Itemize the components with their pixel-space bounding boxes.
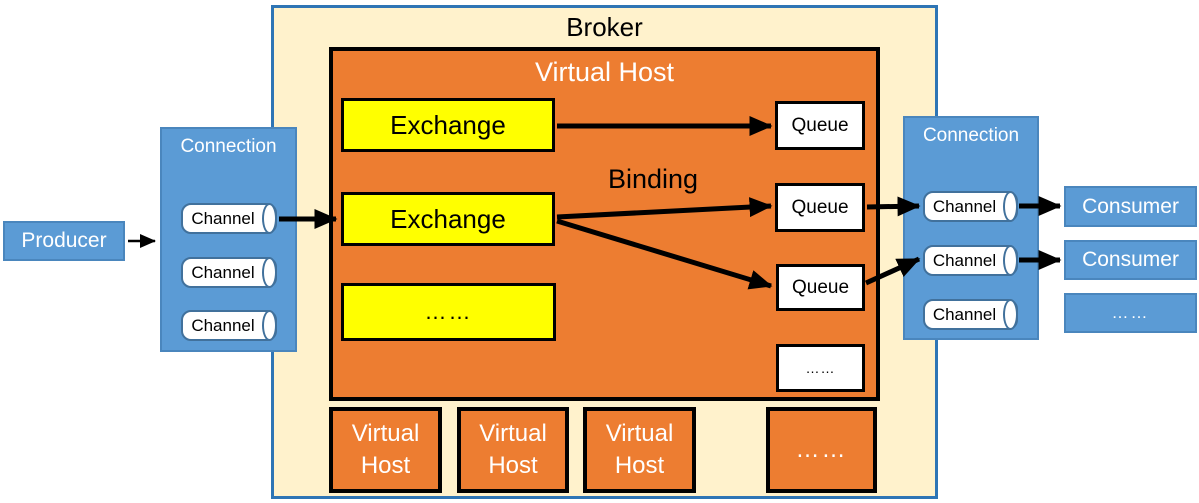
virtual-host-title: Virtual Host — [534, 57, 675, 87]
cylinder-cap — [262, 310, 277, 341]
virtual-host-ellipsis-box: …… — [766, 407, 877, 493]
binding-label: Binding — [608, 164, 699, 194]
channel-label: Channel — [191, 262, 255, 282]
channel-label: Channel — [932, 304, 997, 324]
cylinder-cap — [1003, 245, 1018, 276]
virtual-host-small-box: Virtual Host — [583, 407, 696, 493]
channel-cylinder: Channel — [181, 257, 277, 288]
cylinder-cap — [262, 203, 277, 234]
broker-title: Broker — [566, 12, 643, 42]
virtual-host-small-box: Virtual Host — [457, 407, 569, 493]
exchange-box: Exchange — [341, 98, 555, 152]
producer-box: Producer — [3, 221, 125, 261]
channel-cylinder: Channel — [181, 310, 277, 341]
queue-ellipsis-box: …… — [776, 344, 865, 392]
queue-box: Queue — [775, 183, 865, 232]
exchange-ellipsis-box: …… — [341, 283, 556, 341]
channel-label: Channel — [932, 196, 997, 216]
channel-label: Channel — [932, 250, 997, 270]
virtual-host-small-box: Virtual Host — [329, 407, 442, 493]
channel-cylinder: Channel — [923, 299, 1018, 330]
connection-title: Connection — [922, 125, 1020, 146]
channel-cylinder: Channel — [181, 203, 277, 234]
connection-title: Connection — [180, 136, 277, 157]
channel-cylinder: Channel — [923, 191, 1018, 222]
queue-box: Queue — [776, 264, 865, 311]
cylinder-cap — [262, 257, 277, 288]
queue-box: Queue — [775, 101, 865, 150]
cylinder-cap — [1003, 299, 1018, 330]
channel-label: Channel — [191, 208, 255, 228]
channel-label: Channel — [191, 315, 255, 335]
consumer-box: Consumer — [1064, 186, 1197, 227]
consumer-box: Consumer — [1064, 240, 1197, 280]
cylinder-cap — [1003, 191, 1018, 222]
channel-cylinder: Channel — [923, 245, 1018, 276]
exchange-box: Exchange — [341, 192, 555, 246]
consumer-ellipsis-box: …… — [1064, 293, 1197, 333]
